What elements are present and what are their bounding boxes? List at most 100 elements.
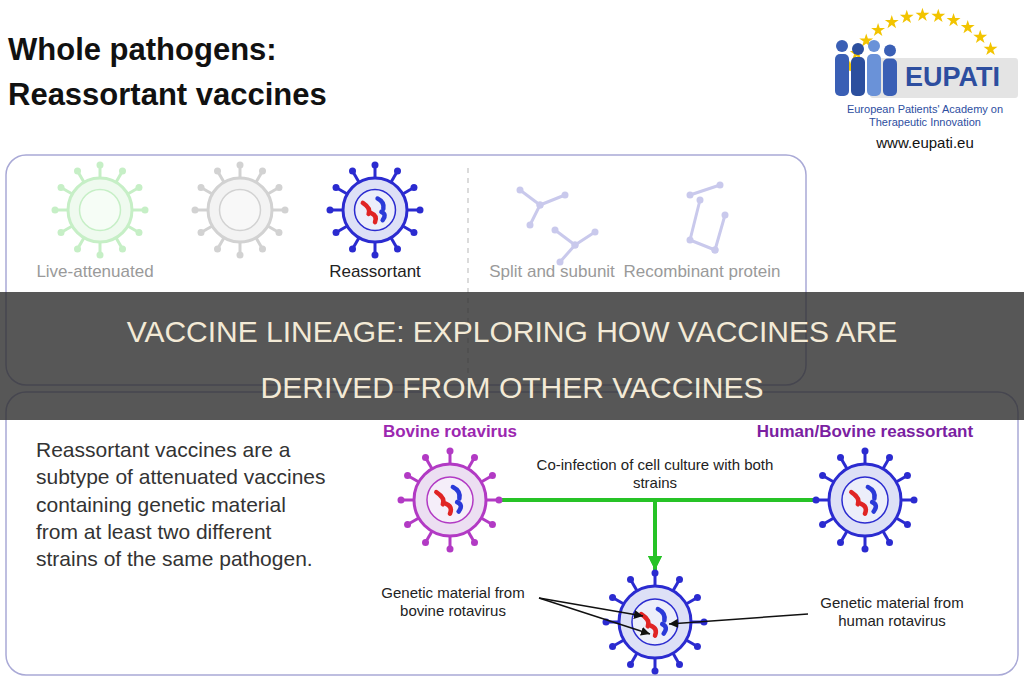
spike-knob xyxy=(404,472,411,479)
genetic-segment xyxy=(868,487,875,499)
spike-knob xyxy=(52,207,59,214)
spike-knob xyxy=(349,245,356,252)
logo-plate xyxy=(870,58,1018,98)
spike-knob xyxy=(237,162,244,169)
fragment-knob xyxy=(572,242,579,249)
spike-knob xyxy=(394,245,401,252)
virus-spike xyxy=(374,242,377,253)
genetic-segment xyxy=(381,212,384,220)
virus-spike xyxy=(427,459,433,469)
spike-knob xyxy=(410,184,417,191)
spike-knob xyxy=(862,448,869,455)
virus-spike xyxy=(842,531,848,541)
person-body xyxy=(867,54,881,96)
virus-spike xyxy=(614,599,624,605)
spike-knob xyxy=(886,454,893,461)
spike-knob xyxy=(394,168,401,175)
spike-knob xyxy=(886,539,893,546)
spike-knob xyxy=(372,252,379,259)
connector-arrow xyxy=(502,500,655,570)
fragment-knob xyxy=(517,187,524,194)
virus-spike xyxy=(57,209,68,212)
logo-star xyxy=(871,23,885,36)
virus-spike xyxy=(449,453,452,464)
spike-knob xyxy=(398,497,405,504)
fragment-stroke xyxy=(575,232,595,245)
genetic-segment xyxy=(851,492,858,504)
virus-spike xyxy=(99,167,102,178)
virus-body xyxy=(619,586,691,658)
virus-core xyxy=(355,190,396,231)
virus-core xyxy=(427,477,473,523)
logo-star xyxy=(900,10,914,23)
fragment-knob xyxy=(537,202,544,209)
virus-spike xyxy=(818,499,829,502)
virus-spike xyxy=(654,575,657,586)
virus-spike xyxy=(468,459,474,469)
spike-knob xyxy=(259,245,266,252)
spike-knob xyxy=(447,546,454,553)
virus-spike xyxy=(614,640,624,646)
fragment-stroke xyxy=(690,185,720,195)
spike-knob xyxy=(694,594,701,601)
spike-knob xyxy=(609,594,616,601)
virus-spike xyxy=(219,238,225,248)
virus-node: Bovine rotavirus xyxy=(398,448,502,552)
spike-knob xyxy=(904,521,911,528)
virus-spike xyxy=(883,531,889,541)
virus-spike xyxy=(63,189,73,195)
virus-spike xyxy=(79,238,85,248)
fragment-stroke xyxy=(715,215,725,250)
person-body xyxy=(883,59,897,97)
virus-spike xyxy=(468,531,474,541)
virus-spike xyxy=(864,536,867,547)
fragment-knob xyxy=(552,227,559,234)
logo-graphic xyxy=(835,8,1018,98)
fragment-stroke xyxy=(520,190,540,225)
spike-knob xyxy=(410,229,417,236)
virus-core xyxy=(220,190,261,231)
virus-core xyxy=(842,477,888,523)
virus-outline xyxy=(813,448,917,552)
virus-spike xyxy=(409,518,419,524)
spike-knob xyxy=(496,497,503,504)
text-label: EUPATI xyxy=(905,61,1000,93)
spike-knob xyxy=(694,643,701,650)
virus-body xyxy=(68,178,132,242)
genetic-segment xyxy=(378,198,384,208)
spike-knob xyxy=(282,207,289,214)
spike-knob xyxy=(214,245,221,252)
spike-knob xyxy=(135,184,142,191)
virus-spike xyxy=(481,518,491,524)
virus-spike xyxy=(268,226,278,232)
genetic-segment xyxy=(371,213,376,222)
logo-star xyxy=(973,30,987,43)
spike-knob xyxy=(275,229,282,236)
node-heading: Human/Bovine reassortant xyxy=(757,422,973,442)
virus-spike xyxy=(686,599,696,605)
virus-spike xyxy=(268,189,278,195)
text-label: Reassortant xyxy=(329,262,421,282)
virus-spike xyxy=(407,209,418,212)
virus-spike xyxy=(239,242,242,253)
virus-spike xyxy=(896,518,906,524)
virus-spike xyxy=(128,189,138,195)
spike-knob xyxy=(911,497,918,504)
spike-knob xyxy=(97,162,104,169)
fragment-knob xyxy=(687,192,694,199)
banner-title: VACCINE LINEAGE: EXPLORING HOW VACCINES … xyxy=(62,304,962,415)
virus-body xyxy=(343,178,407,242)
spike-knob xyxy=(237,252,244,259)
spike-knob xyxy=(652,570,659,577)
spike-knob xyxy=(819,472,826,479)
virus-spike xyxy=(354,173,360,183)
fragment-knob xyxy=(527,222,534,229)
virus-spike xyxy=(824,518,834,524)
virus-spike xyxy=(403,499,414,502)
fragment-knob xyxy=(572,242,579,249)
fragment-knob xyxy=(712,247,719,254)
logo-star xyxy=(984,42,998,55)
person-head xyxy=(868,40,880,52)
spike-knob xyxy=(404,521,411,528)
virus-spike xyxy=(391,173,397,183)
